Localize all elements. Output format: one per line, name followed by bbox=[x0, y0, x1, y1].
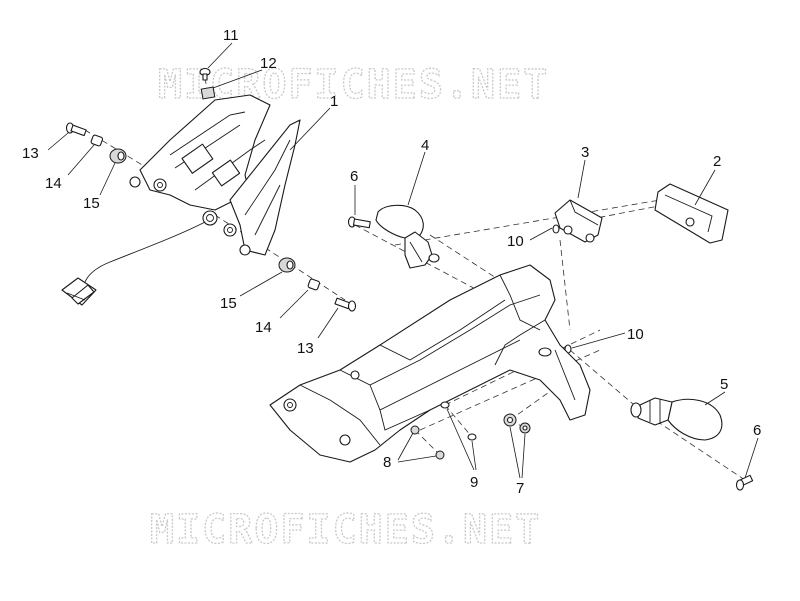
callout-labels: 11 12 1 13 14 15 15 14 13 4 6 3 2 10 10 … bbox=[22, 27, 761, 497]
screw-6-upper bbox=[347, 216, 371, 229]
screw-11 bbox=[199, 67, 211, 81]
callout-13-right: 13 bbox=[297, 340, 314, 357]
screw-6-lower bbox=[735, 474, 754, 491]
wiring-connector bbox=[61, 277, 97, 306]
callout-6-lower: 6 bbox=[753, 422, 761, 439]
grommet-15-right bbox=[278, 257, 296, 273]
callout-10-upper: 10 bbox=[507, 233, 524, 250]
rear-fender-housing bbox=[269, 264, 591, 463]
clip-nut-12 bbox=[200, 86, 216, 100]
callout-5: 5 bbox=[720, 376, 728, 393]
callout-9: 9 bbox=[470, 474, 478, 491]
callout-15-left: 15 bbox=[83, 195, 100, 212]
callout-2: 2 bbox=[713, 153, 721, 170]
bolt-13-left bbox=[65, 122, 87, 137]
turn-signal-left bbox=[375, 204, 440, 269]
callout-12: 12 bbox=[260, 55, 277, 72]
callout-15-right: 15 bbox=[220, 295, 237, 312]
callout-10-lower: 10 bbox=[627, 326, 644, 343]
callout-6-upper: 6 bbox=[350, 168, 358, 185]
callout-4: 4 bbox=[421, 137, 429, 154]
screw-10-upper bbox=[552, 224, 560, 234]
callout-13-left: 13 bbox=[22, 145, 39, 162]
tail-light-assembly bbox=[61, 94, 301, 306]
turn-signal-right bbox=[630, 397, 723, 441]
washer-9-upper bbox=[440, 401, 450, 409]
callout-8: 8 bbox=[383, 454, 391, 471]
callout-14-left: 14 bbox=[45, 175, 62, 192]
nut-8-lower bbox=[435, 450, 445, 460]
spacer-14-left bbox=[90, 134, 104, 147]
nut-8-upper bbox=[410, 425, 420, 435]
callout-7: 7 bbox=[516, 480, 524, 497]
washer-9-lower bbox=[467, 433, 477, 441]
watermark-bottom: MICROFICHES.NET bbox=[150, 507, 541, 553]
grommet-15-left bbox=[109, 148, 127, 164]
callout-14-right: 14 bbox=[255, 319, 272, 336]
spacer-14-right bbox=[307, 278, 321, 291]
callout-1: 1 bbox=[330, 93, 338, 110]
nut-7-left bbox=[503, 413, 517, 427]
license-plate-light-2 bbox=[654, 183, 729, 244]
leader-lines bbox=[47, 42, 759, 479]
nut-7-right bbox=[519, 422, 531, 434]
callout-11: 11 bbox=[223, 27, 239, 44]
bolt-13-right bbox=[334, 297, 357, 312]
license-bracket-3 bbox=[554, 199, 603, 243]
callout-3: 3 bbox=[581, 144, 589, 161]
